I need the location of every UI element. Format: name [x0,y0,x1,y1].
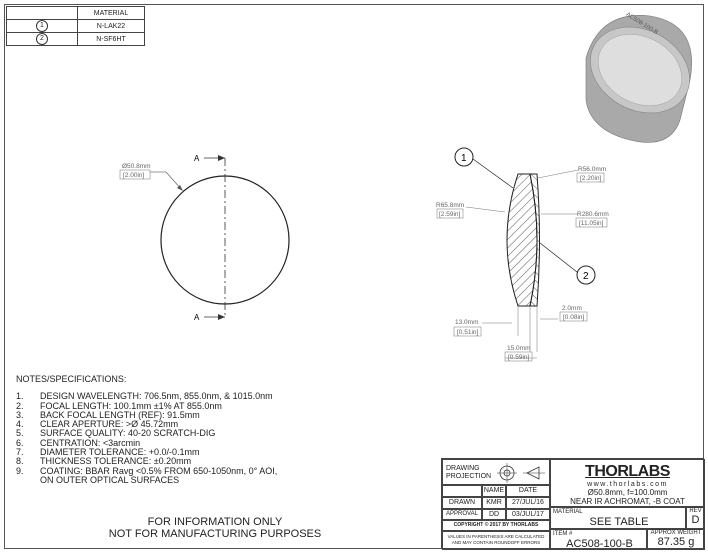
weight-cell: APPROX WEIGHT 87.35 g [647,529,705,550]
rev-cell: REV D [686,507,705,529]
radius-2-mm: R56.0mm [578,166,606,173]
total-thickness-mm: 15.0mm [507,345,530,352]
material-value: SEE TABLE [589,516,649,528]
list-item: 9.COATING: BBAR Ravg <0.5% FROM 650-1050… [16,465,278,476]
notes-title: NOTES/SPECIFICATIONS: [16,374,127,384]
copyright: COPYRIGHT © 2017 BY THORLABS [442,520,550,531]
item-cell: ITEM # AC508-100-B [550,529,647,550]
list-item: 6.CENTRATION: <3arcmin [16,437,141,448]
lens-isometric-image: AC508-100-B [585,12,692,143]
table-row: 2 N-SF6HT [6,32,145,46]
part-desc-1: Ø50.8mm, f=100.0mm [587,488,668,497]
part-desc-2: NEAR IR ACHROMAT, -B COAT [570,497,685,506]
thickness-1-mm: 13.0mm [455,319,478,326]
notes-specifications: NOTES/SPECIFICATIONS: 1.DESIGN WAVELENGT… [16,374,278,485]
rev-value: D [691,514,700,526]
thorlabs-logo: THORLABS [585,463,670,480]
svg-text:2: 2 [583,271,589,282]
approval-date: 03/JUL/17 [506,509,550,520]
lens-element-1 [506,173,538,307]
radius-1-in: [2.59in] [439,211,461,218]
section-mark-top: A [194,154,200,163]
drawn-name: KMR [482,497,506,509]
svg-text:1: 1 [461,153,467,164]
list-item: ON OUTER OPTICAL SURFACES [40,474,180,485]
section-arrow-icon [218,314,225,320]
material-table: MATERIAL 1 N-LAK22 2 N-SF6HT [6,6,145,46]
disclaimer: VALUES IN PARENTHESIS ARE CALCULATED AND… [442,531,550,550]
website: www.thorlabs.com [587,481,668,488]
weight-value: 87.35 g [657,536,695,548]
diameter-mm: Ø50.8mm [122,163,151,170]
table-row: 1 N-LAK22 [6,19,145,33]
list-item: 3.BACK FOCAL LENGTH (REF): 91.5mm [16,409,200,420]
projection-symbol-icon [497,463,545,483]
list-item: 8.THICKNESS TOLERANCE: ±0.20mm [16,456,192,467]
item-number-balloon: 2 [36,33,48,45]
balloon-1 [454,147,474,167]
name-header: NAME [482,485,506,497]
list-item: 5.SURFACE QUALITY: 40-20 SCRATCH-DIG [16,428,216,439]
material-cell: MATERIAL SEE TABLE [550,507,686,529]
approval-name: DD [482,509,506,520]
company-cell: THORLABS www.thorlabs.com Ø50.8mm, f=100… [550,459,705,507]
list-item: 1.DESIGN WAVELENGTH: 706.5nm, 855.0nm, &… [16,391,273,402]
total-thickness-in: [0.59in] [508,354,530,361]
item-value: AC508-100-B [566,538,633,550]
projection-cell: DRAWING PROJECTION [442,459,550,485]
drawn-label: DRAWN [442,497,482,509]
list-item: 4.CLEAR APERTURE: >Ø 45.72mm [16,419,179,430]
date-header: DATE [506,485,550,497]
drawn-date: 27/JUL/16 [506,497,550,509]
radius-1-mm: R65.8mm [436,202,464,209]
thickness-2-in: [0.08in] [563,314,585,321]
info-disclaimer: FOR INFORMATION ONLY NOT FOR MANUFACTURI… [108,516,322,540]
list-item: 2.FOCAL LENGTH: 100.1mm ±1% AT 855.0nm [16,400,222,411]
drawing-border [4,4,704,549]
section-arrow-icon [218,155,225,161]
diameter-in: [2.00in] [123,172,145,179]
approval-label: APPROVAL [442,509,482,520]
title-block: DRAWING PROJECTION THORLABS www.thorlabs… [441,458,705,550]
thickness-2-mm: 2.0mm [562,305,582,312]
section-mark-bottom: A [194,313,200,322]
radius-3-mm: R280.6mm [577,211,609,218]
list-item: 7.DIAMETER TOLERANCE: +0.0/-0.1mm [16,447,200,458]
balloon-2 [576,265,596,285]
radius-3-in: [11.05in] [579,220,604,227]
radius-2-in: [2.20in] [580,175,602,182]
material-cell: N-SF6HT [77,32,145,46]
item-number-balloon: 1 [36,20,48,32]
thickness-1-in: [0.51in] [457,329,479,336]
